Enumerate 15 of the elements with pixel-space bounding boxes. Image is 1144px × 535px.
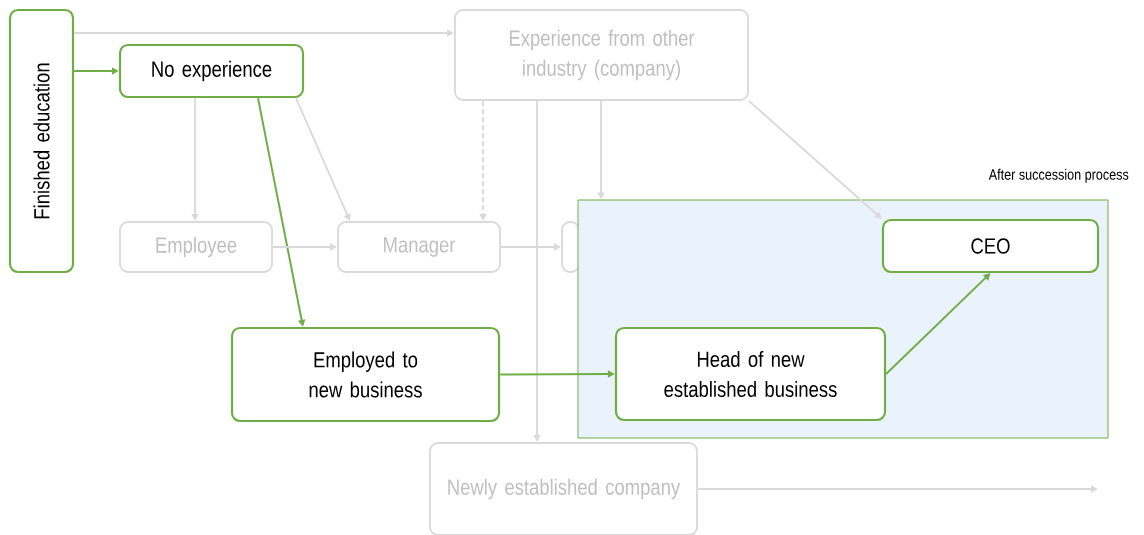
- process-box: Head of new established business: [614, 326, 887, 422]
- arrow: [748, 100, 882, 219]
- process-box: Newly established company: [429, 442, 698, 535]
- process-box: Employed to new business: [230, 326, 501, 423]
- process-box: CEO: [881, 218, 1100, 274]
- process-box: Finished education: [8, 8, 75, 274]
- process-box: Experience from other industry (company): [454, 9, 749, 101]
- region-heading: After succession process: [988, 168, 1129, 183]
- process-box: Manager: [337, 221, 501, 273]
- process-box: Employee: [119, 221, 273, 273]
- arrow: [295, 97, 351, 221]
- process-box: No experience: [118, 43, 305, 99]
- arrow: [73, 29, 454, 37]
- arrow: [500, 243, 561, 251]
- arrow: [272, 243, 337, 251]
